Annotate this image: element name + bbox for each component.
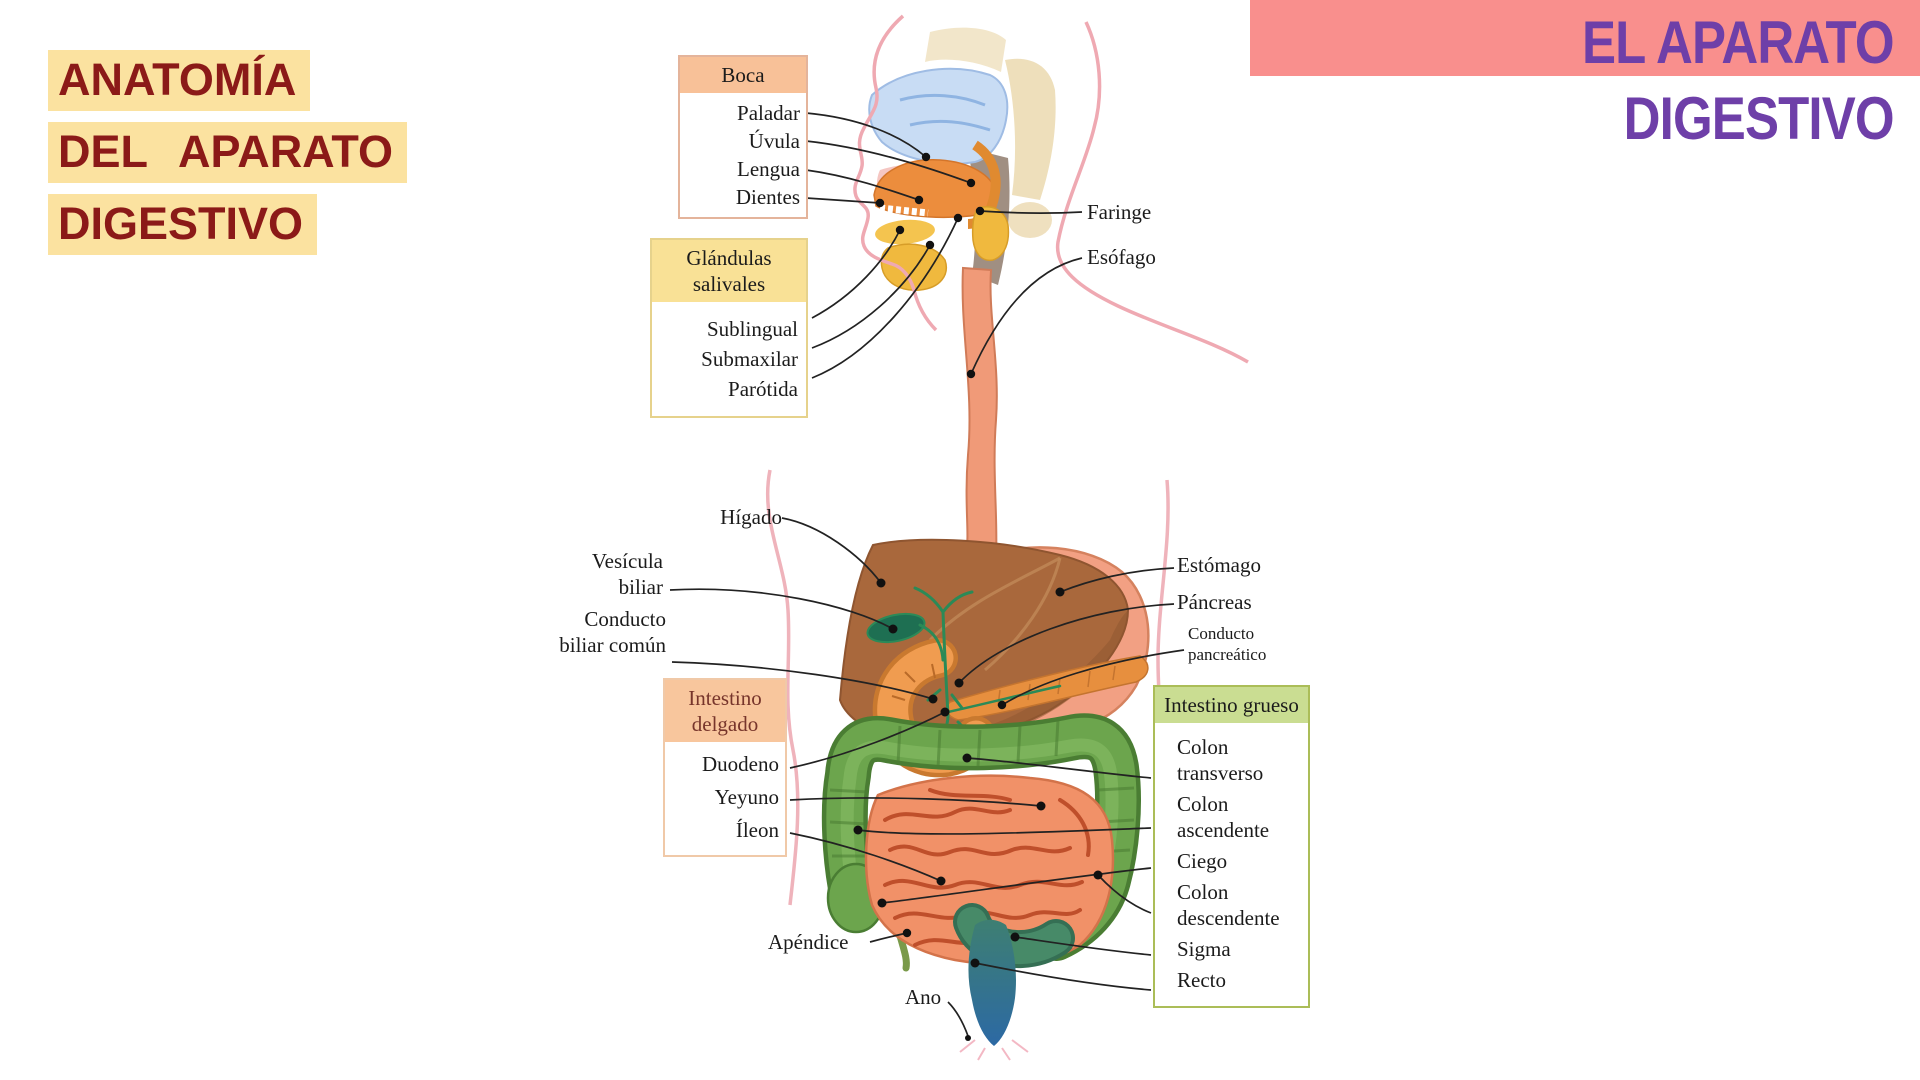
torso-outline-left — [765, 469, 800, 906]
leader-paladar — [805, 112, 927, 158]
leader-ciego — [881, 867, 1152, 904]
leader-vesicula — [669, 588, 894, 630]
label-parotida: Parótida — [728, 377, 798, 401]
title-line: ANATOMÍA — [48, 50, 407, 111]
box-header: Intestino delgado — [665, 680, 785, 742]
label-pancreas: Páncreas — [1177, 590, 1252, 614]
slide-heading: EL APARATO DIGESTIVO — [1250, 0, 1920, 153]
label-apendice: Apéndice — [768, 930, 849, 954]
heading-line: DIGESTIVO — [1623, 85, 1895, 152]
label-sublingual: Sublingual — [706, 317, 798, 341]
leader-faringe — [979, 210, 1083, 214]
leader-esofago — [970, 257, 1083, 375]
box-body: Paladar Úvula Lengua Dientes — [680, 93, 806, 217]
leader-estomago — [1059, 567, 1175, 593]
leader-colon-descendente — [1097, 874, 1152, 914]
box-body: Colon transverso Colon ascendente Ciego … — [1155, 723, 1308, 1006]
sublingual-gland-shape — [875, 219, 935, 245]
title-line: DIGESTIVO — [48, 194, 407, 255]
label-duodeno: Duodeno — [702, 752, 779, 776]
glandulas-label-box: Glándulas salivales Sublingual Submaxila… — [650, 238, 808, 418]
box-header: Glándulas salivales — [652, 240, 806, 302]
boca-label-box: Boca Paladar Úvula Lengua Dientes — [678, 55, 808, 219]
label-estomago: Estómago — [1177, 553, 1261, 577]
leader-sigma — [1014, 936, 1152, 956]
leader-lengua — [805, 169, 920, 201]
label-higado: Hígado — [720, 505, 782, 529]
label-paladar: Paladar — [737, 101, 800, 125]
esophagus-shape — [961, 266, 998, 558]
leader-parotida — [811, 217, 959, 379]
label-vesicula-biliar: Vesícula biliar — [591, 549, 663, 599]
leader-pancreas — [958, 603, 1175, 684]
label-esofago: Esófago — [1087, 245, 1156, 269]
pink-banner: EL APARATO — [1250, 0, 1920, 76]
title-line: DEL APARATO — [48, 122, 408, 183]
page-title: ANATOMÍA DEL APARATO DIGESTIVO — [48, 50, 408, 266]
intestino-delgado-label-box: Intestino delgado Duodeno Yeyuno Íleon — [663, 678, 787, 857]
neck-outline — [1055, 21, 1249, 364]
submaxillary-gland-shape — [880, 243, 947, 291]
leader-yeyuno — [789, 797, 1042, 807]
label-colon-ascendente: Colon ascendente — [1177, 792, 1270, 842]
intestino-grueso-label-box: Intestino grueso Colon transverso Colon … — [1153, 685, 1310, 1008]
palate-shape — [868, 67, 1009, 165]
label-ano: Ano — [905, 985, 942, 1009]
leader-colon-transverso — [966, 757, 1152, 779]
label-lengua: Lengua — [737, 157, 800, 181]
label-conducto-biliar-comun: Conducto biliar común — [559, 607, 666, 657]
label-faringe: Faringe — [1087, 200, 1152, 224]
rectum-shape — [968, 919, 1016, 1046]
heading-line: EL APARATO — [1582, 9, 1895, 76]
box-body: Duodeno Yeyuno Íleon — [665, 742, 785, 855]
leader-conducto-biliar — [671, 661, 934, 700]
leader-ileon — [789, 832, 942, 882]
label-ciego: Ciego — [1177, 849, 1228, 873]
face-outline — [853, 14, 938, 332]
label-dientes: Dientes — [735, 185, 800, 209]
head-illustration — [853, 14, 1249, 364]
label-colon-transverso: Colon transverso — [1177, 735, 1264, 785]
label-yeyuno: Yeyuno — [714, 785, 779, 809]
leader-lines — [669, 112, 1185, 1037]
parotid-gland-shape — [971, 206, 1010, 262]
leader-submaxilar — [811, 244, 931, 349]
leader-duodeno — [789, 711, 946, 769]
box-body: Sublingual Submaxilar Parótida — [652, 302, 806, 416]
label-colon-descendente: Colon descendente — [1177, 880, 1280, 930]
small-intestine-shape — [864, 774, 1115, 966]
anus-shape — [959, 1039, 1029, 1061]
label-conducto-pancreatico: Conducto pancreático — [1188, 624, 1267, 664]
leader-higado — [781, 517, 882, 584]
leader-conducto-pancreatico — [1001, 649, 1185, 706]
label-ileon: Íleon — [735, 818, 779, 842]
label-sigma: Sigma — [1177, 937, 1231, 961]
leader-dots — [853, 152, 1103, 1041]
leader-sublingual — [811, 229, 901, 319]
label-submaxilar: Submaxilar — [701, 347, 798, 371]
leader-uvula — [805, 140, 972, 184]
leader-dientes — [805, 197, 881, 204]
leader-colon-ascendente — [857, 827, 1152, 835]
label-recto: Recto — [1177, 968, 1226, 992]
box-header: Intestino grueso — [1155, 687, 1308, 723]
leader-ano — [947, 1001, 969, 1037]
box-header: Boca — [680, 57, 806, 93]
leader-recto — [974, 962, 1152, 991]
teeth-shape — [879, 204, 929, 217]
label-uvula: Úvula — [748, 129, 800, 153]
